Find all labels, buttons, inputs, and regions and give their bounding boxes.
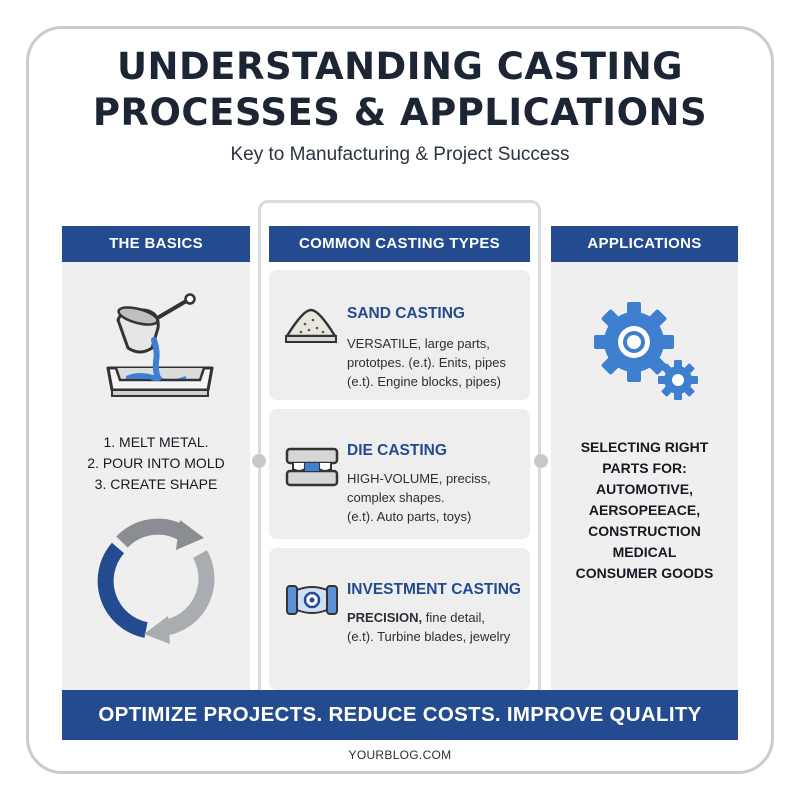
basics-header: THE BASICS	[62, 226, 250, 262]
basics-column	[62, 226, 250, 690]
die-casting-card: DIE CASTING HIGH-VOLUME, preciss, comple…	[269, 409, 530, 539]
die-casting-title: DIE CASTING	[347, 442, 447, 459]
subtitle: Key to Manufacturing & Project Success	[230, 144, 570, 165]
sand-casting-title: SAND CASTING	[347, 305, 465, 322]
applications-column	[551, 226, 738, 690]
investment-text-rest: fine detail,	[422, 610, 485, 625]
die-casting-text: HIGH-VOLUME, preciss, complex shapes. (e…	[347, 471, 491, 524]
basics-steps: 1. MELT METAL. 2. POUR INTO MOLD 3. CREA…	[87, 434, 225, 492]
investment-casting-text: PRECISION, fine detail, (e.t). Turbine bl…	[347, 608, 510, 646]
investment-part-icon	[286, 585, 338, 615]
sand-casting-card: SAND CASTING VERSATILE, large parts, pro…	[269, 270, 530, 400]
footer-url: YOURBLOG.COM	[348, 748, 452, 762]
investment-text-line2: (e.t). Turbine blades, jewelry	[347, 629, 511, 644]
title-line-1: UNDERSTANDING CASTING	[116, 45, 684, 88]
applications-header: APPLICATIONS	[551, 226, 738, 262]
types-header: COMMON CASTING TYPES	[269, 226, 530, 262]
gears-icon	[594, 302, 698, 400]
investment-text-bold: PRECISION,	[347, 610, 423, 625]
page-title: UNDERSTANDING CASTING PROCESSES & APPLIC…	[0, 44, 800, 136]
right-connector-dot	[534, 454, 548, 468]
title-line-2: PROCESSES & APPLICATIONS	[92, 91, 708, 134]
investment-casting-card: INVESTMENT CASTING PRECISION, fine detai…	[269, 548, 530, 690]
ladle-pouring-icon	[106, 293, 214, 397]
cycle-arrows-icon	[97, 518, 215, 644]
investment-casting-title: INVESTMENT CASTING	[347, 581, 521, 598]
sand-casting-text: VERSATILE, large parts, prototpes. (e.t)…	[347, 336, 506, 389]
applications-text: SELECTING RIGHT PARTS FOR: AUTOMOTIVE, A…	[575, 439, 714, 581]
die-mold-icon	[285, 447, 339, 487]
left-connector-dot	[252, 454, 266, 468]
bottom-banner: OPTIMIZE PROJECTS. REDUCE COSTS. IMPROVE…	[62, 690, 738, 740]
sand-pile-icon	[285, 308, 337, 343]
